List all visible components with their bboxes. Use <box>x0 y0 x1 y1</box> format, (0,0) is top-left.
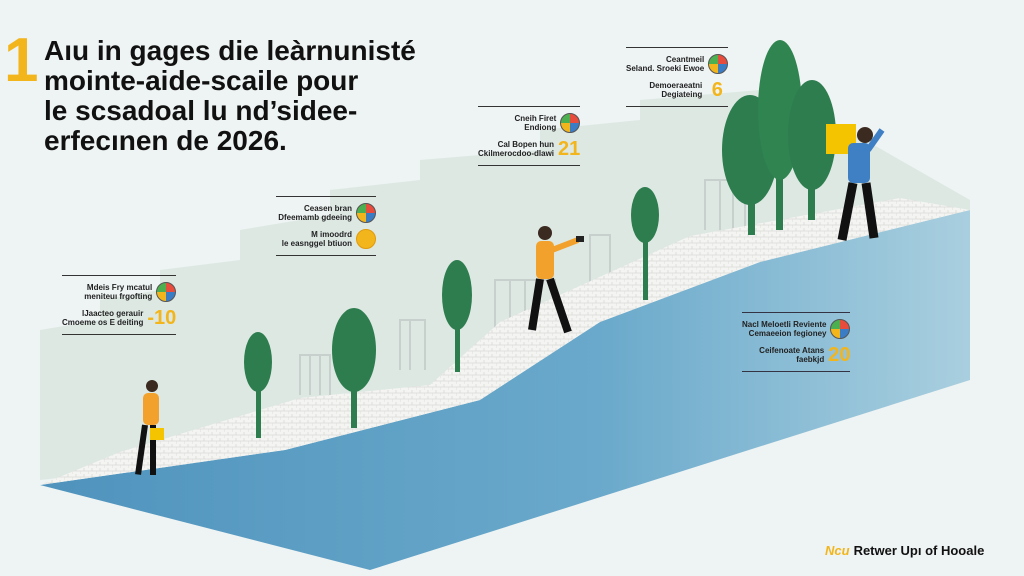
label-text: Ceifenoate Atans <box>759 346 825 355</box>
label-text: Endiong <box>524 123 557 132</box>
colorful-badge-icon <box>708 54 729 74</box>
person-2 <box>528 226 584 334</box>
railings <box>299 179 746 395</box>
tree-icon <box>788 80 836 220</box>
headline: Aıu in gages die leàrnunisté mointe-aide… <box>44 36 416 156</box>
paved-walkway <box>40 198 970 485</box>
label-text: le easnggel btiuon <box>281 239 352 248</box>
person-3 <box>826 124 885 241</box>
colorful-badge-icon <box>830 319 851 339</box>
step-number: 1 <box>4 26 39 95</box>
footer-text: Retwer Upı of Hooale <box>853 543 985 558</box>
colorful-badge-icon <box>356 203 376 223</box>
title-line: le scsadoal lu nd’sidee- <box>44 95 358 126</box>
trees <box>244 40 836 438</box>
label-text: Cmoeme os E deiting <box>62 318 144 327</box>
orange-coin-icon <box>356 229 376 249</box>
tree-icon <box>244 332 272 438</box>
step-value: 21 <box>558 137 581 160</box>
tree-icon <box>442 260 472 372</box>
label-text: faebkjd <box>796 355 825 364</box>
brand-logo: Ncu <box>825 543 850 558</box>
tree-icon <box>631 187 659 300</box>
label-text: Cal Bopen hun <box>497 140 555 149</box>
label-text: M imoodrd <box>311 230 352 239</box>
blue-slab <box>40 210 970 570</box>
step-value: 20 <box>828 343 851 366</box>
label-text: lJaacteo gerauir <box>81 309 144 318</box>
label-text: Seland. Sroeki Ewoe <box>626 64 705 73</box>
label-text: Dfeemamb gdeeing <box>278 213 352 222</box>
step-value: -10 <box>147 306 177 329</box>
title-line: erfecınen de 2026. <box>44 125 287 156</box>
title-line: Aıu in gages die leàrnunisté <box>44 35 416 66</box>
colorful-badge-icon <box>156 282 177 302</box>
label-text: Nacl Meloetli Reviente <box>742 320 827 329</box>
label-text: Cemaeeion fegioney <box>748 329 827 338</box>
title-line: mointe-aide-scaile pour <box>44 65 359 96</box>
label-text: Cneih Firet <box>514 114 557 123</box>
label-text: meniteuı frgofting <box>84 292 153 301</box>
label-text: Ceasen bran <box>303 204 352 213</box>
label-text: Ceantmeil <box>666 55 705 64</box>
colorful-badge-icon <box>560 113 581 133</box>
label-text: Demoeraeatni <box>649 81 703 90</box>
tree-icon <box>332 308 376 428</box>
label-text: Ckilmerocdoo-dlawi <box>478 149 555 158</box>
step-value: 6 <box>711 78 723 101</box>
label-text: Degiateing <box>661 90 703 99</box>
label-text: Mdeis Fry mcatul <box>86 283 153 292</box>
person-1 <box>135 380 164 475</box>
